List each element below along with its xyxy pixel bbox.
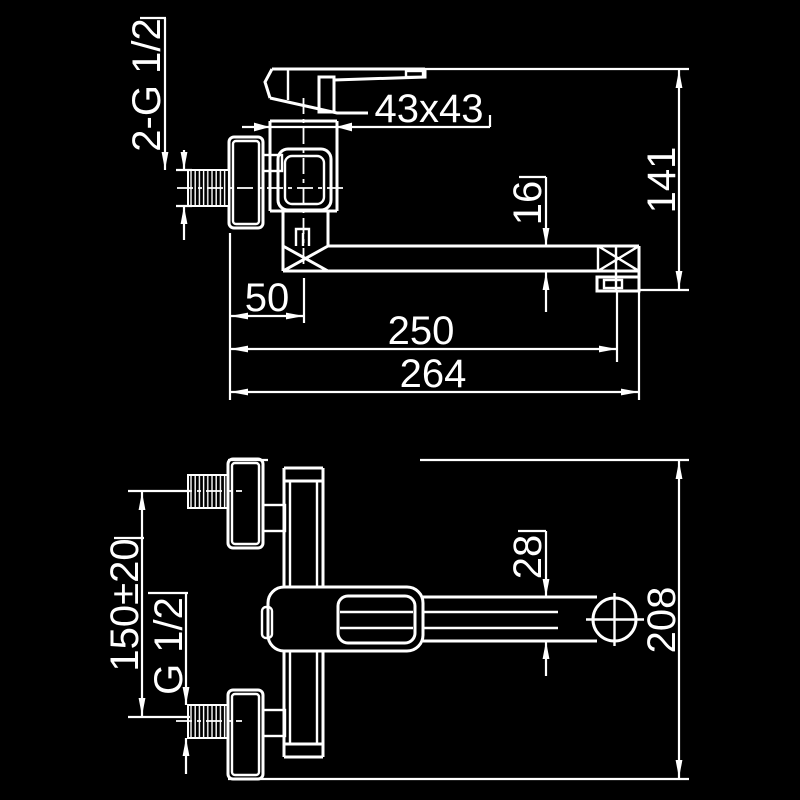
spout-tube-plan-outer: [423, 595, 597, 643]
width-ext-lines: [228, 458, 689, 781]
lever-plan-lines: [340, 610, 413, 630]
escutcheon-upper-outer: [226, 457, 265, 550]
dim-overall-height: 141: [640, 147, 684, 214]
dim-thread-top: 2-G 1/2: [125, 18, 169, 151]
thread-ticks: [176, 168, 192, 208]
side-view: 2-G 1/2 43x43 16 141 50 250 264: [125, 16, 689, 400]
spout-tube-side: [283, 244, 639, 273]
handle-lever-bottom: [333, 69, 427, 82]
body-face-outer: [276, 147, 333, 212]
spout-neck: [281, 211, 330, 271]
spout-end-crosshair: [586, 593, 644, 646]
escutcheon-side-inner: [231, 139, 261, 226]
body-face-inner: [283, 154, 326, 206]
dim-body-size: 43x43: [375, 87, 484, 131]
plan-view-labels: 150±20 G 1/2 28 208: [103, 535, 684, 695]
dim-thread-bottom: G 1/2: [147, 597, 191, 695]
side-view-labels: 2-G 1/2 43x43 16 141 50 250 264: [125, 18, 684, 396]
spacing-ext-lines: [128, 489, 190, 719]
inlet-tube-upper-inner: [288, 481, 319, 587]
escutcheon-lower-inner: [230, 692, 261, 777]
dim-overall-reach: 264: [400, 352, 467, 396]
union-nut-upper: [261, 503, 287, 533]
set-screw-detail: [294, 227, 311, 246]
escutcheon-upper-inner: [230, 461, 261, 546]
handle-tip-detail: [404, 69, 425, 79]
inlet-tube-lower-inner: [288, 651, 319, 744]
body-plan: [266, 585, 425, 653]
inlet-tube-lower-outer: [282, 651, 325, 759]
body-left-cap: [260, 605, 274, 640]
body-size-arrow-right: [336, 122, 352, 132]
dim-wall-offset: 50: [245, 276, 290, 320]
spout-end-cross: [596, 244, 640, 290]
dim-spout-reach: 250: [388, 309, 455, 353]
faucet-side-outline: [187, 67, 641, 293]
faucet-plan-outline: [187, 457, 644, 781]
body-size-arrow-left: [254, 122, 270, 132]
dim-spout-height: 16: [506, 181, 550, 226]
side-view-centerlines: [177, 98, 348, 268]
height-ext-lines: [425, 67, 689, 292]
dim-overall-width: 208: [640, 587, 684, 654]
spout-tube-plan-inner: [424, 610, 558, 630]
spout-bend-cross: [282, 244, 329, 273]
union-nut-lower: [261, 708, 287, 738]
handle-chin: [269, 96, 368, 115]
inlet-tube-upper-outer: [282, 466, 325, 587]
escutcheon-lower-outer: [226, 688, 265, 781]
plan-view: 150±20 G 1/2 28 208: [103, 457, 689, 781]
dim-inlet-spacing: 150±20: [103, 538, 147, 671]
side-view-dimensions: [140, 16, 689, 400]
aerator-detail: [602, 278, 624, 290]
plan-view-dimensions: [114, 458, 689, 781]
handle-pivot: [317, 75, 336, 114]
lever-plan: [336, 594, 417, 645]
handle-left-edge: [263, 68, 274, 99]
dim-tube-width: 28: [506, 535, 550, 580]
